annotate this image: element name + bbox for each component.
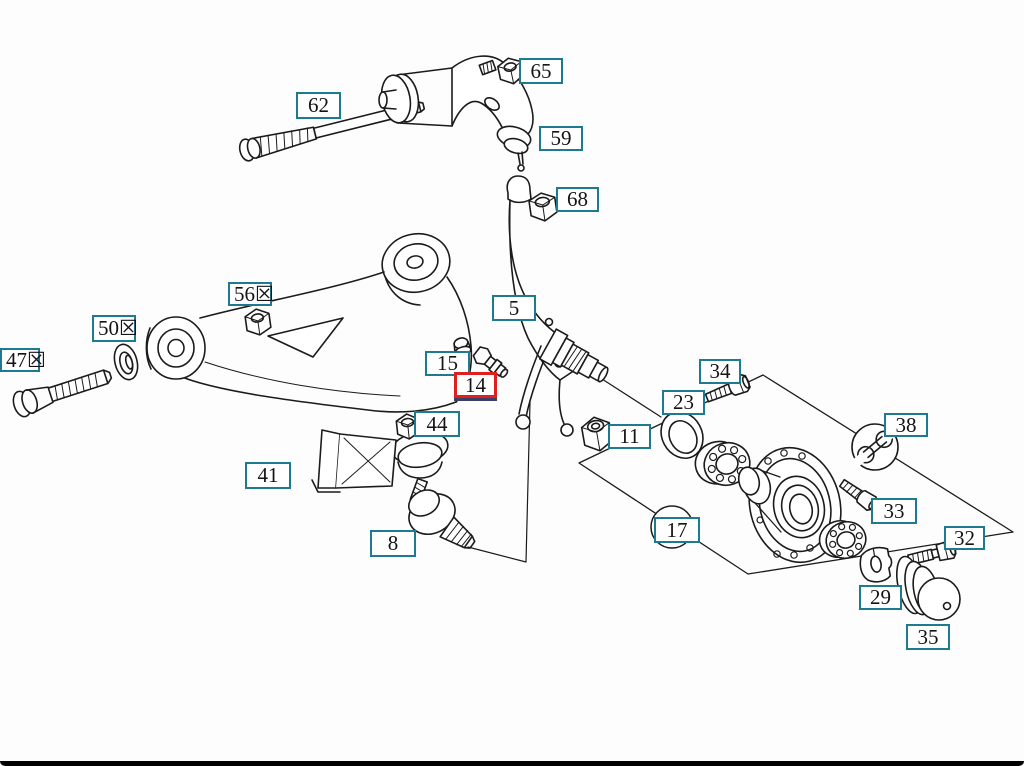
part-outer-bearing — [818, 520, 867, 560]
callout-8[interactable]: 8 — [370, 530, 416, 557]
callout-59[interactable]: 59 — [539, 126, 583, 151]
part-number: 62 — [308, 93, 329, 117]
part-number: 15 — [437, 351, 458, 375]
part-number: 33 — [883, 498, 905, 523]
part-wheel-hub-17 — [737, 446, 842, 564]
part-number: 8 — [387, 531, 399, 555]
part-number: 41 — [257, 463, 279, 487]
callout-29[interactable]: 29 — [859, 585, 902, 610]
part-bolt-47 — [12, 369, 113, 418]
part-number: 44 — [426, 411, 448, 436]
callout-47[interactable]: 47☒ — [0, 348, 46, 372]
callout-38[interactable]: 38 — [884, 413, 928, 437]
part-number: 65 — [530, 58, 552, 83]
part-number: 56☒ — [234, 281, 274, 306]
part-retainer-29 — [859, 546, 893, 583]
part-number: 32 — [954, 525, 975, 550]
part-number: 14 — [465, 372, 486, 397]
part-number: 38 — [895, 412, 917, 437]
part-inner-bearing — [694, 440, 751, 486]
part-number: 47☒ — [6, 347, 46, 372]
part-number: 23 — [673, 390, 694, 414]
part-number: 5 — [508, 295, 520, 320]
callout-68[interactable]: 68 — [556, 187, 599, 212]
callout-44[interactable]: 44 — [414, 411, 460, 437]
part-nut-65 — [497, 57, 525, 85]
part-bolt-33 — [838, 478, 878, 512]
part-seal-23 — [660, 411, 704, 459]
part-number: 29 — [870, 585, 891, 609]
callout-41[interactable]: 41 — [245, 462, 291, 489]
callout-17[interactable]: 17 — [654, 517, 700, 543]
part-number: 68 — [567, 187, 588, 211]
leader-lines — [467, 378, 662, 563]
callout-65[interactable]: 65 — [519, 58, 563, 84]
callout-32[interactable]: 32 — [944, 526, 985, 550]
part-lower-control-arm-41 — [145, 232, 473, 493]
bottom-bar — [0, 761, 1024, 766]
part-seal-50 — [113, 343, 139, 381]
callout-15[interactable]: 15 — [425, 351, 470, 376]
callout-56[interactable]: 56☒ — [228, 281, 274, 306]
part-grease-cap-35 — [896, 555, 961, 621]
part-stub-axle — [538, 328, 609, 383]
callout-33[interactable]: 33 — [871, 498, 917, 524]
part-nut-68 — [528, 192, 558, 222]
part-number: 11 — [619, 424, 640, 448]
callout-5[interactable]: 5 — [492, 295, 536, 321]
callout-34[interactable]: 34 — [699, 359, 741, 384]
part-ball-joint-8 — [407, 477, 476, 549]
callout-11[interactable]: 11 — [608, 424, 651, 449]
part-number: 35 — [917, 624, 939, 649]
part-nut-56 — [244, 308, 272, 336]
part-bolt-14 — [472, 346, 509, 378]
callout-35[interactable]: 35 — [906, 624, 950, 650]
part-number: 34 — [709, 359, 731, 383]
callout-23[interactable]: 23 — [662, 390, 705, 415]
part-bolt-34 — [704, 373, 751, 403]
part-number: 59 — [550, 126, 572, 150]
callout-14-highlighted[interactable]: 14 — [454, 372, 497, 398]
callout-62[interactable]: 62 — [296, 92, 341, 119]
part-number: 17 — [666, 517, 688, 542]
callout-50[interactable]: 50☒ — [92, 315, 138, 342]
part-nut-11 — [580, 416, 614, 452]
part-number: 50☒ — [98, 316, 138, 340]
